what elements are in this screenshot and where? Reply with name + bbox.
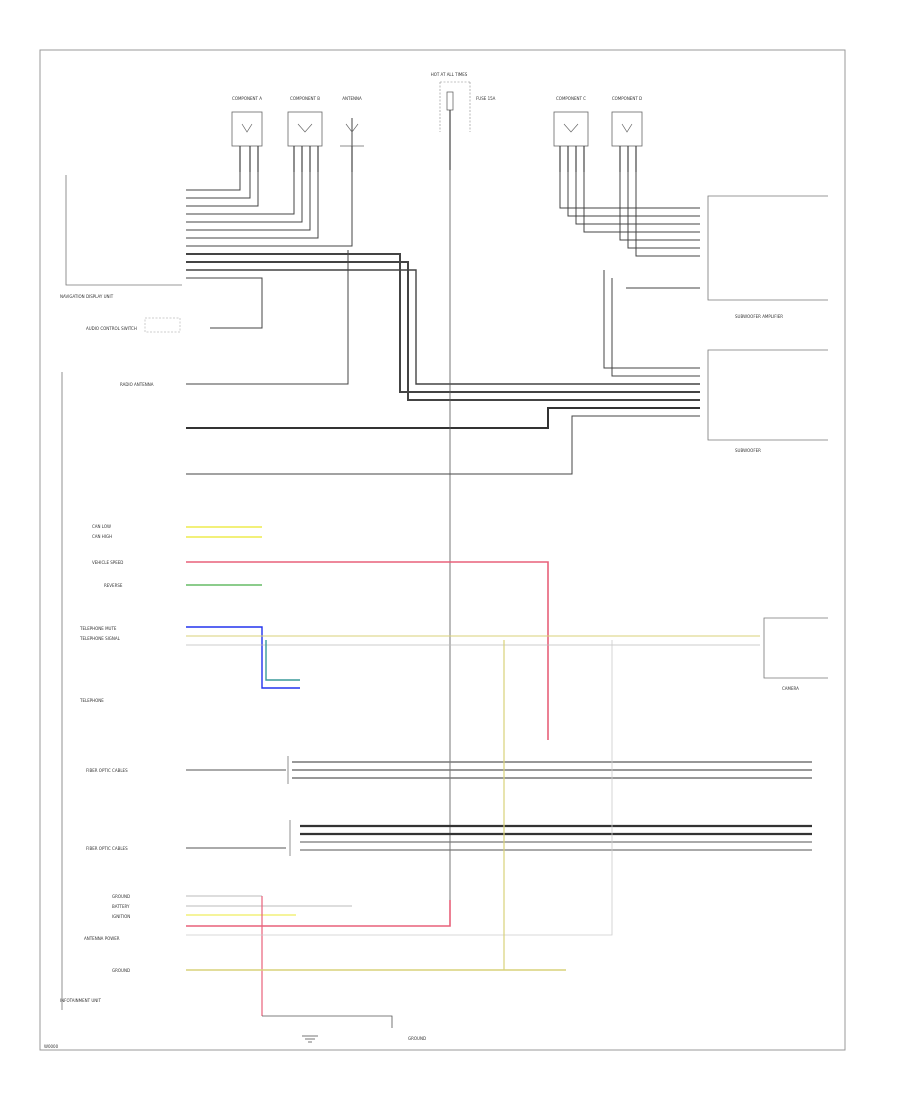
radio-antenna-label: RADIO ANTENNA [120,382,154,387]
signal-can-high: CAN HIGH [92,534,112,539]
top-component-c: COMPONENT C [553,96,589,172]
signal-reverse: REVERSE [104,583,123,588]
right-harness [559,172,700,377]
signal-ground-1: GROUND [112,894,130,899]
signal-antenna-power: ANTENNA POWER [84,936,120,941]
signal-can-low: CAN LOW [92,524,111,529]
fuse-block: HOT AT ALL TIMES FUSE 15A [431,72,496,170]
diagram-id: W0000 [44,1044,59,1049]
top-component-antenna: ANTENNA [340,96,364,172]
signal-ignition: IGNITION [112,914,130,919]
left-harness [186,172,700,401]
nav-display-outline [65,175,182,286]
camera-outline [763,617,828,679]
footer-ground-label: GROUND [408,1036,426,1041]
fuse-block-label: HOT AT ALL TIMES [431,72,468,77]
antenna-label: ANTENNA [342,96,362,101]
signal-telephone-signal: TELEPHONE SIGNAL [79,636,121,641]
top-component-d: COMPONENT D [611,96,643,172]
signal-ground-2: GROUND [112,968,130,973]
diagram-border [39,49,846,1051]
signal-battery: BATTERY [112,904,130,909]
fiber-optic-group-2 [186,820,812,856]
fuse-label: FUSE 15A [476,96,496,101]
subwoofer-amp-label: SUBWOOFER AMPLIFIER [735,314,783,319]
subwoofer-outline [707,349,828,441]
subwoofer-amp-outline [707,195,828,301]
nav-display-label: NAVIGATION DISPLAY UNIT [60,294,114,299]
signal-telephone: TELEPHONE [79,698,104,703]
signal-fiber-optic-2: FIBER OPTIC CABLES [86,846,128,851]
subwoofer-label: SUBWOOFER [735,448,761,453]
top-component-b: COMPONENT B [287,96,323,172]
fiber-optic-group-1 [186,756,812,784]
signal-telephone-mute: TELEPHONE MUTE [79,626,117,631]
audio-switch-label: AUDIO CONTROL SWITCH [86,326,137,331]
component-a-label: COMPONENT A [232,96,262,101]
camera-label: CAMERA [782,686,799,691]
component-d-label: COMPONENT D [612,96,642,101]
signal-fiber-optic-1: FIBER OPTIC CABLES [86,768,128,773]
component-b-label: COMPONENT B [290,96,320,101]
component-c-label: COMPONENT C [556,96,586,101]
ground-symbol-icon [262,1015,393,1043]
top-component-a: COMPONENT A [231,96,263,172]
footer-infotainment-label: INFOTAINMENT UNIT [60,998,101,1003]
signal-vehicle-speed: VEHICLE SPEED [92,560,123,565]
